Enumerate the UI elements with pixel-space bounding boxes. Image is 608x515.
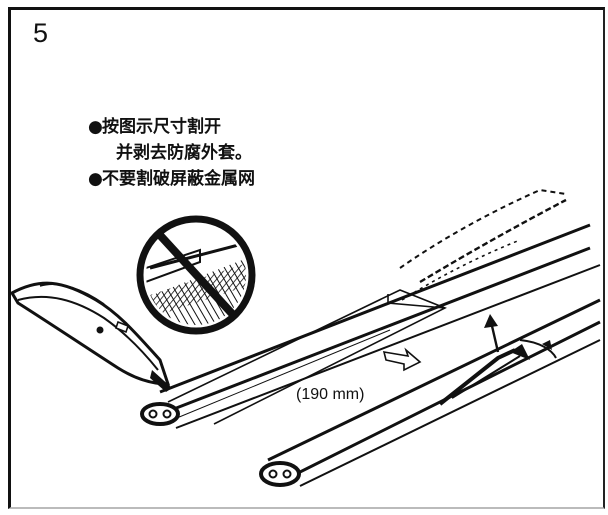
- instruction-text-3: 不要割破屏蔽金属网: [102, 169, 255, 189]
- step-frame: [8, 7, 605, 509]
- dimension-label: (190 mm): [296, 386, 365, 403]
- cable-knife-icon: [9, 281, 172, 392]
- instruction-line-2: 并剥去防腐外套。: [116, 143, 252, 163]
- flat-cable-icon: [259, 298, 601, 487]
- step-number: 5: [33, 18, 49, 48]
- prohibition-icon: [136, 215, 256, 335]
- flat-cable-icon: [140, 188, 601, 429]
- direction-arrow-icon: [382, 314, 552, 372]
- dimension-line: [171, 329, 391, 421]
- instruction-text-1: 按图示尺寸割开: [102, 117, 221, 137]
- instruction-line-3: ●不要割破屏蔽金属网: [88, 166, 255, 192]
- bullet-icon: ●: [88, 169, 103, 189]
- instructions-block: ●按图示尺寸割开 并剥去防腐外套。 ●不要割破屏蔽金属网: [88, 114, 255, 192]
- instruction-line-1: ●按图示尺寸割开: [88, 114, 255, 140]
- bullet-icon: ●: [88, 117, 103, 137]
